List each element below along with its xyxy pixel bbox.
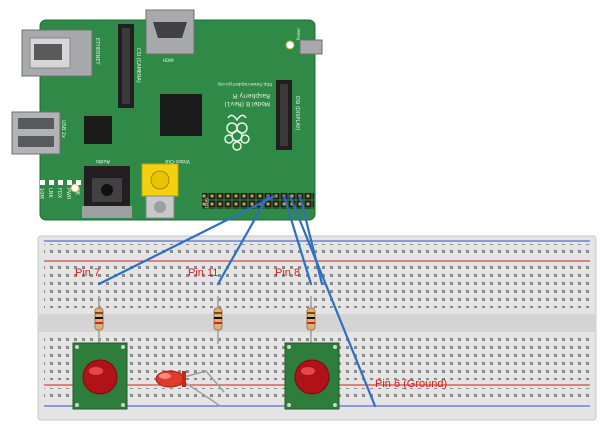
wire-gpio-a: [298, 194, 324, 286]
gpio-header-icon: [202, 162, 314, 209]
camera-label: CSI (CAMERA): [135, 48, 141, 83]
ethernet-port-icon: [21, 29, 93, 77]
pin6-ground-label: Pin 6 (Ground): [375, 378, 448, 390]
power-port-icon: [299, 39, 323, 55]
pin8-label: Pin 8: [275, 267, 301, 279]
wire-pin11: [216, 194, 270, 286]
url-label: http://www.raspberrypi.org: [218, 82, 272, 87]
push-button-icon: [284, 342, 340, 410]
soc-chip-icon: [160, 94, 202, 136]
push-button-icon: [72, 342, 128, 410]
wire-pin7: [97, 194, 277, 286]
led-label-ok: OK: [74, 188, 80, 196]
pin11-label: Pin 11: [188, 267, 219, 279]
wire-pin6-ground: [288, 194, 377, 408]
jumper-wires: [97, 194, 377, 408]
led-label-10m: 10M: [38, 188, 44, 199]
resistor-icon: [94, 296, 104, 344]
audio-jack-icon: [82, 166, 132, 218]
usb-chip-icon: [84, 116, 112, 144]
board-title-line1: Raspberry Pi: [232, 92, 270, 99]
pin7-label: Pin 7: [75, 267, 101, 279]
hdmi-label: HDMI: [163, 58, 174, 63]
led-label-lnk: LNK: [47, 188, 53, 199]
gpio-label: GPIO: [204, 198, 209, 208]
resistor-icon: [213, 296, 223, 344]
video-out-label: Video-Out: [165, 158, 190, 164]
led-label-pwr: PWR: [65, 188, 71, 200]
wire-pin8: [282, 194, 313, 286]
power-label: Power: [296, 28, 301, 40]
usb-label: USB 2x: [60, 120, 66, 138]
status-leds: OK PWR FDX LNK 10M: [38, 180, 81, 200]
usb-port-icon: [11, 111, 61, 155]
raspberry-pi-board: ETHERNET USB 2x CSI (CAMERA) HDMI Power …: [11, 9, 323, 221]
video-out-jack-icon: [141, 163, 179, 219]
led-label-fdx: FDX: [56, 188, 62, 199]
audio-label: Audio: [96, 158, 110, 164]
red-led-icon: [155, 370, 225, 407]
board-title-line2: Model B (Rev1): [224, 100, 270, 107]
ethernet-label: ETHERNET: [94, 38, 100, 66]
resistor-icon: [306, 296, 316, 344]
display-label: DSI (DISPLAY): [294, 96, 300, 131]
hdmi-port-icon: [145, 9, 195, 55]
raspberry-logo-icon: [224, 114, 250, 151]
